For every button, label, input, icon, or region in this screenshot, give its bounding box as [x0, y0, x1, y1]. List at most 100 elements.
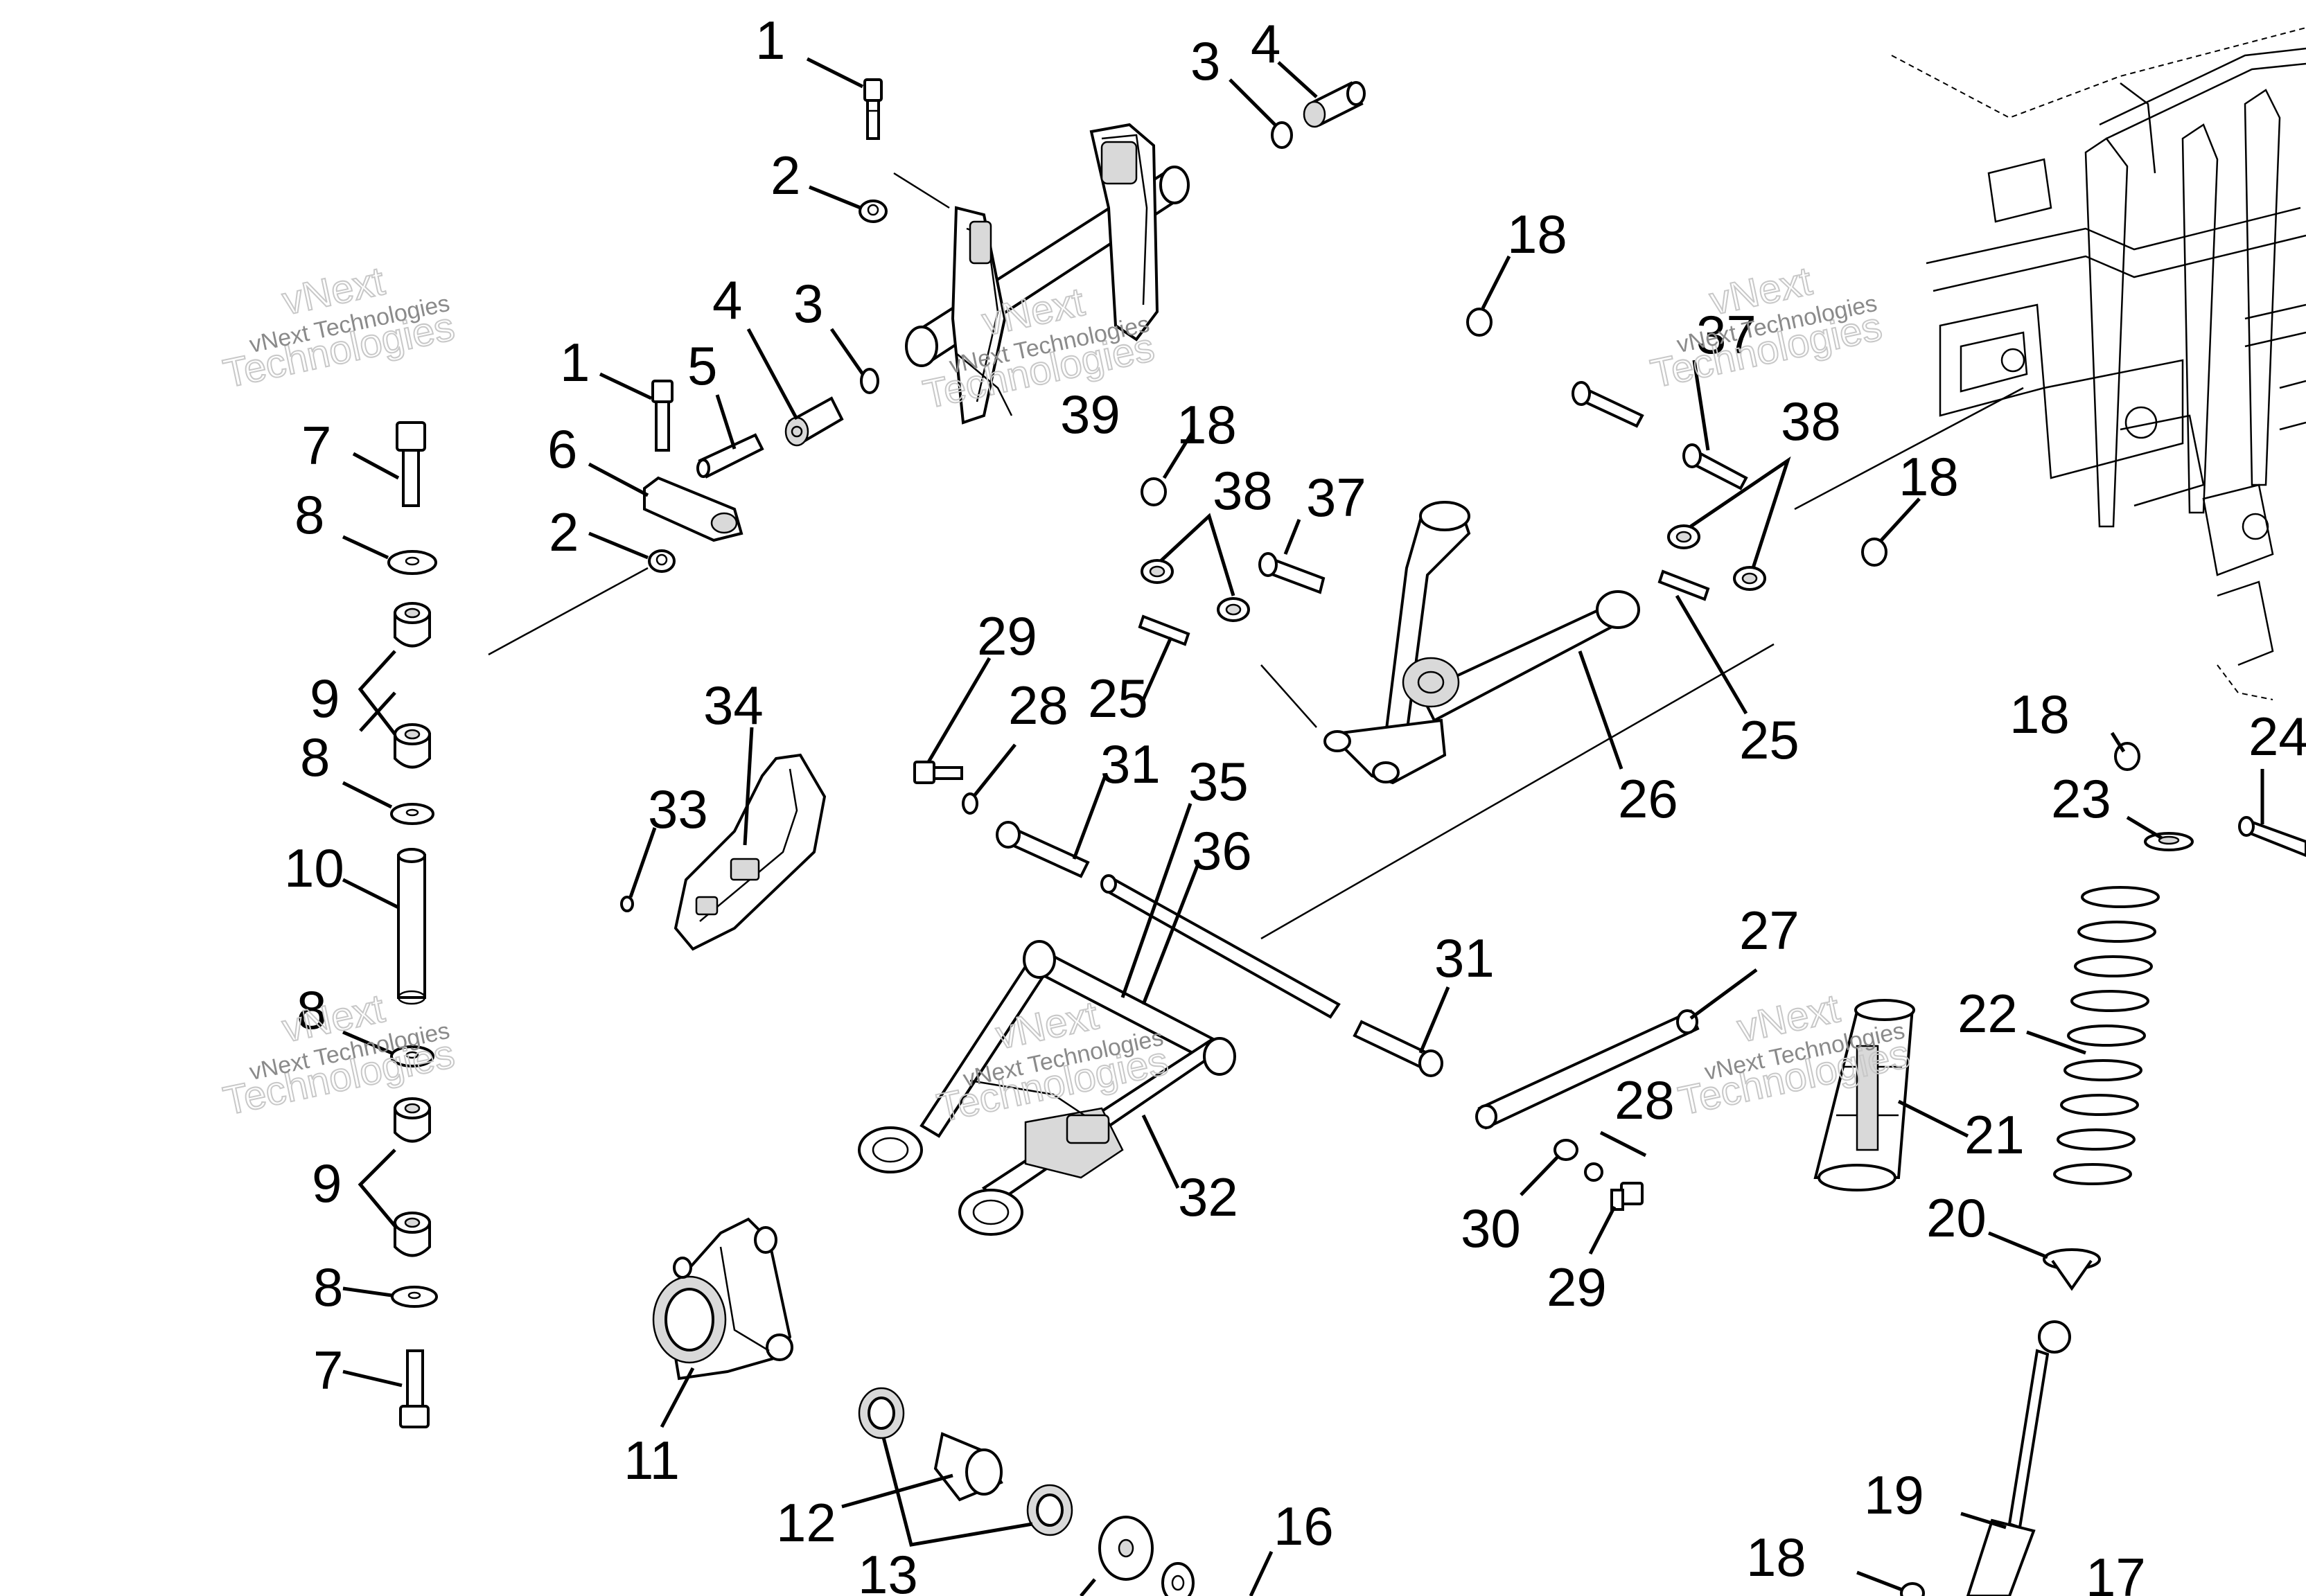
alignment-lines [488, 172, 2024, 940]
callout-26: 26 [1618, 768, 1678, 829]
callout-12: 12 [776, 1492, 836, 1553]
part-pin-25b [1657, 569, 1710, 601]
part-sleeve-10 [397, 848, 426, 1005]
callout-3a: 3 [1190, 30, 1220, 91]
callout-3b: 3 [793, 273, 823, 334]
part-washer-28a [962, 792, 978, 815]
part-nut-18e [1900, 1582, 1925, 1596]
callout-18c: 18 [1899, 446, 1959, 507]
part-screw-33 [620, 896, 634, 912]
part-oring-3b [860, 368, 879, 394]
part-lower-a-arm-32 [858, 940, 1236, 1236]
callout-34: 34 [703, 675, 764, 736]
part-bushing-9a-top [394, 602, 431, 648]
callout-32: 32 [1178, 1167, 1238, 1227]
part-washer-8b [390, 803, 434, 825]
part-bolt-1a [863, 78, 883, 140]
callout-5: 5 [687, 335, 717, 396]
callout-6: 6 [547, 418, 577, 479]
callout-35: 35 [1188, 751, 1249, 812]
callout-25a: 25 [1088, 668, 1148, 729]
callout-20: 20 [1926, 1187, 1987, 1248]
callout-31a: 31 [1100, 734, 1161, 795]
callout-4a: 4 [1251, 13, 1280, 74]
part-bushing-38b [1217, 597, 1250, 622]
part-nut-2a [859, 200, 888, 223]
callout-28a: 28 [1008, 675, 1068, 736]
callout-1b: 1 [560, 332, 590, 393]
part-bushing-4b [784, 396, 844, 447]
callout-36: 36 [1192, 820, 1252, 881]
part-washer-8c [390, 1045, 434, 1067]
callout-25b: 25 [1739, 709, 1799, 770]
leader-lines [342, 57, 2264, 1596]
callout-2a: 2 [771, 145, 800, 206]
part-washer-8a [387, 550, 437, 575]
part-bushing-38c [1667, 524, 1700, 549]
part-bushing-38d [1733, 566, 1766, 591]
callout-10: 10 [284, 837, 344, 898]
part-sleeve-12 [933, 1432, 1003, 1502]
callout-2b: 2 [549, 502, 579, 562]
part-shock-19 [1966, 1320, 2071, 1596]
callout-8d: 8 [313, 1257, 343, 1318]
part-bushing-4a [1303, 81, 1366, 128]
callout-7a: 7 [301, 415, 331, 476]
part-pin-5 [696, 433, 764, 479]
callout-21: 21 [1964, 1104, 2025, 1165]
part-axle-carrier-39 [905, 123, 1190, 425]
part-bushing-9b-bottom [394, 1212, 431, 1257]
part-bolt-37c [1258, 552, 1326, 594]
part-nut-18b [1141, 477, 1167, 506]
watermark-right-top: vNext Technologies vNext Technologies [1646, 258, 1887, 397]
callout-18a: 18 [1507, 204, 1567, 265]
callout-19: 19 [1864, 1464, 1924, 1525]
callout-23: 23 [2051, 768, 2111, 829]
part-guard-34 [674, 753, 827, 951]
watermark-left-top: vNext Technologies vNext Technologies [219, 258, 459, 397]
part-spring-seat-20 [2043, 1248, 2101, 1291]
callout-4b: 4 [712, 269, 742, 330]
callout-18b: 18 [1177, 394, 1237, 455]
callout-28b: 28 [1614, 1070, 1675, 1130]
part-nut-18a [1466, 308, 1493, 337]
callout-18d: 18 [2009, 684, 2070, 745]
callout-13: 13 [858, 1544, 918, 1596]
callout-11: 11 [624, 1430, 680, 1491]
part-bolt-37b [1682, 443, 1748, 490]
callout-39: 39 [1060, 384, 1120, 445]
callout-38a: 38 [1213, 460, 1273, 521]
part-bushing-13a [858, 1387, 905, 1439]
callout-16: 16 [1274, 1496, 1334, 1557]
callout-29a: 29 [977, 605, 1037, 666]
callout-24: 24 [2248, 706, 2306, 767]
part-bolt-29b [1610, 1182, 1644, 1211]
part-nut-2b [648, 549, 676, 573]
part-spring-cover-21 [1813, 999, 1915, 1191]
part-nut-18c [1861, 538, 1887, 567]
callout-37b: 37 [1306, 467, 1366, 528]
callout-9b: 9 [312, 1153, 342, 1214]
callout-8b: 8 [300, 727, 330, 788]
part-retainer-23 [2144, 832, 2194, 851]
callout-38b: 38 [1781, 391, 1841, 452]
frame-assembly [1891, 27, 2306, 700]
part-washer-large [1098, 1516, 1154, 1581]
part-washer-8d [391, 1286, 438, 1308]
callout-8c: 8 [297, 979, 326, 1040]
part-spring-22 [2053, 886, 2160, 1185]
callout-9a: 9 [310, 668, 340, 729]
callout-33: 33 [648, 779, 708, 840]
part-bolt-31b [1353, 1020, 1443, 1077]
callout-17: 17 [2086, 1547, 2146, 1596]
part-oring-3a [1271, 121, 1293, 149]
part-upper-a-arm-26 [1323, 501, 1640, 785]
part-knuckle-11 [652, 1217, 793, 1381]
part-washer-28b [1584, 1162, 1603, 1182]
callout-8a: 8 [294, 484, 324, 545]
callout-18e: 18 [1746, 1527, 1806, 1588]
callout-37a: 37 [1696, 304, 1757, 365]
callout-7b: 7 [313, 1340, 343, 1401]
part-bushing-9b-top [394, 1097, 431, 1143]
